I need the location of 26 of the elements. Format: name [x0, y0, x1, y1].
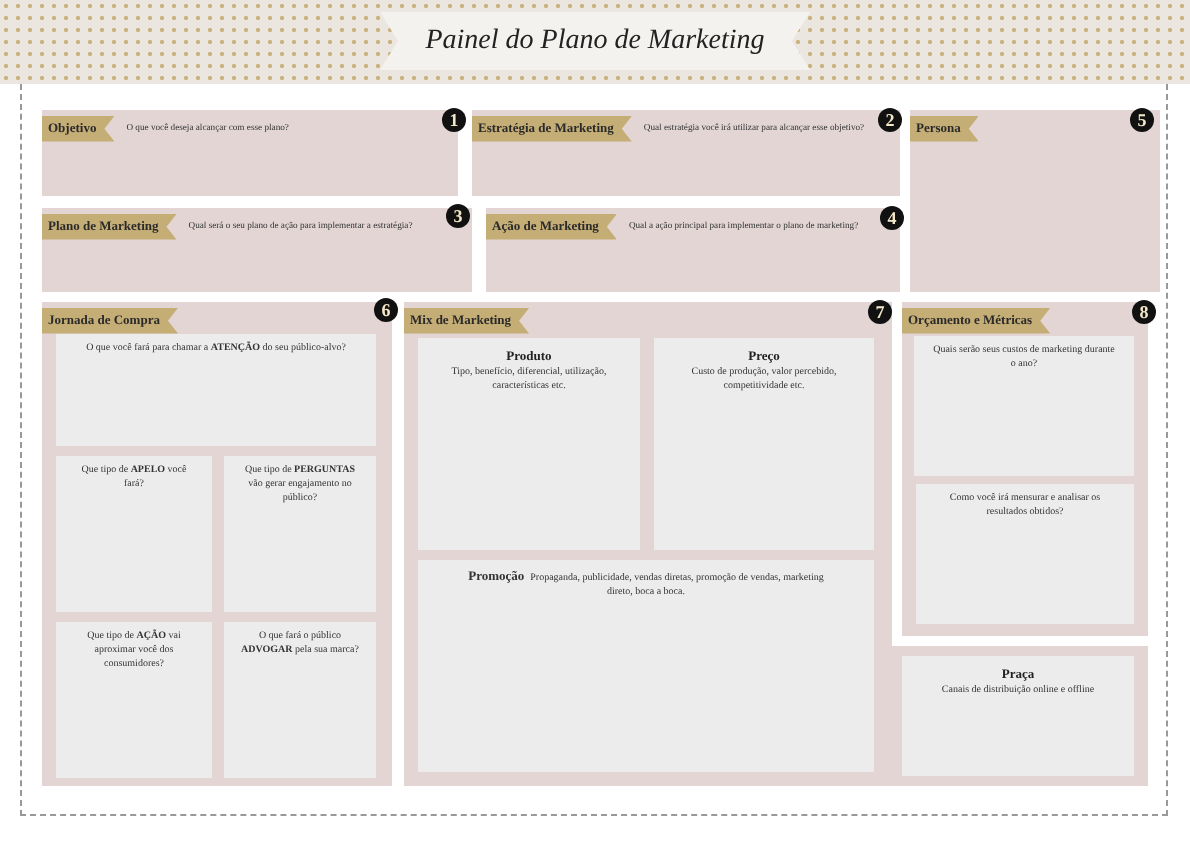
section-panel [486, 208, 900, 292]
step-number-badge: 3 [446, 204, 470, 228]
section-panel [42, 208, 472, 292]
step-number-badge: 8 [1132, 300, 1156, 324]
writing-area [56, 622, 212, 778]
writing-area [418, 338, 640, 550]
writing-area [56, 334, 376, 446]
section-panel [892, 646, 1148, 786]
title-banner: Painel do Plano de Marketing [380, 12, 810, 70]
writing-area [224, 622, 376, 778]
section-panel [910, 110, 1160, 292]
writing-area [914, 336, 1134, 476]
writing-area [916, 484, 1134, 624]
step-number-badge: 1 [442, 108, 466, 132]
writing-area [224, 456, 376, 612]
writing-area [418, 560, 874, 772]
writing-area [654, 338, 874, 550]
writing-area [56, 456, 212, 612]
section-panel [902, 302, 1148, 636]
section-panel [404, 302, 892, 786]
step-number-badge: 4 [880, 206, 904, 230]
section-panel [472, 110, 900, 196]
section-panel [42, 110, 458, 196]
step-number-badge: 6 [374, 298, 398, 322]
step-number-badge: 2 [878, 108, 902, 132]
section-panel [42, 302, 392, 786]
